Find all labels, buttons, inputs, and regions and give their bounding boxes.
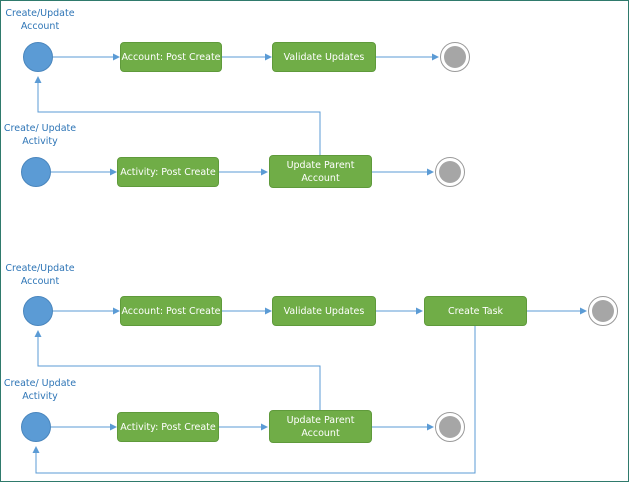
account-post-create-step-1[interactable]: Account: Post Create [120, 42, 222, 72]
activity-start-node-2[interactable] [21, 412, 51, 442]
activity-end-node-2[interactable] [435, 412, 465, 442]
account-start-node-2[interactable] [23, 296, 53, 326]
edge-update-parent-to-account-2 [34, 330, 321, 412]
activity-start-label-1: Create/ Update Activity [3, 123, 77, 147]
edge-update-parent-to-account-1 [34, 76, 321, 157]
account-post-create-step-2[interactable]: Account: Post Create [120, 296, 222, 326]
create-task-step-2[interactable]: Create Task [424, 296, 527, 326]
activity-start-label-2: Create/ Update Activity [3, 378, 77, 402]
validate-updates-step-1[interactable]: Validate Updates [272, 42, 376, 72]
activity-end-node-1[interactable] [435, 157, 465, 187]
edge-create-task-to-activity-2 [32, 326, 476, 474]
account-end-node-1[interactable] [440, 42, 470, 72]
account-end-node-2[interactable] [588, 296, 618, 326]
account-start-label-2: Create/Update Account [5, 263, 75, 287]
activity-post-create-step-1[interactable]: Activity: Post Create [117, 157, 219, 187]
account-start-node-1[interactable] [23, 42, 53, 72]
activity-post-create-step-2[interactable]: Activity: Post Create [117, 412, 219, 442]
validate-updates-step-2[interactable]: Validate Updates [272, 296, 376, 326]
account-start-label-1: Create/Update Account [5, 8, 75, 32]
update-parent-account-step-2[interactable]: Update Parent Account [269, 410, 372, 443]
update-parent-account-step-1[interactable]: Update Parent Account [269, 155, 372, 188]
activity-start-node-1[interactable] [21, 157, 51, 187]
